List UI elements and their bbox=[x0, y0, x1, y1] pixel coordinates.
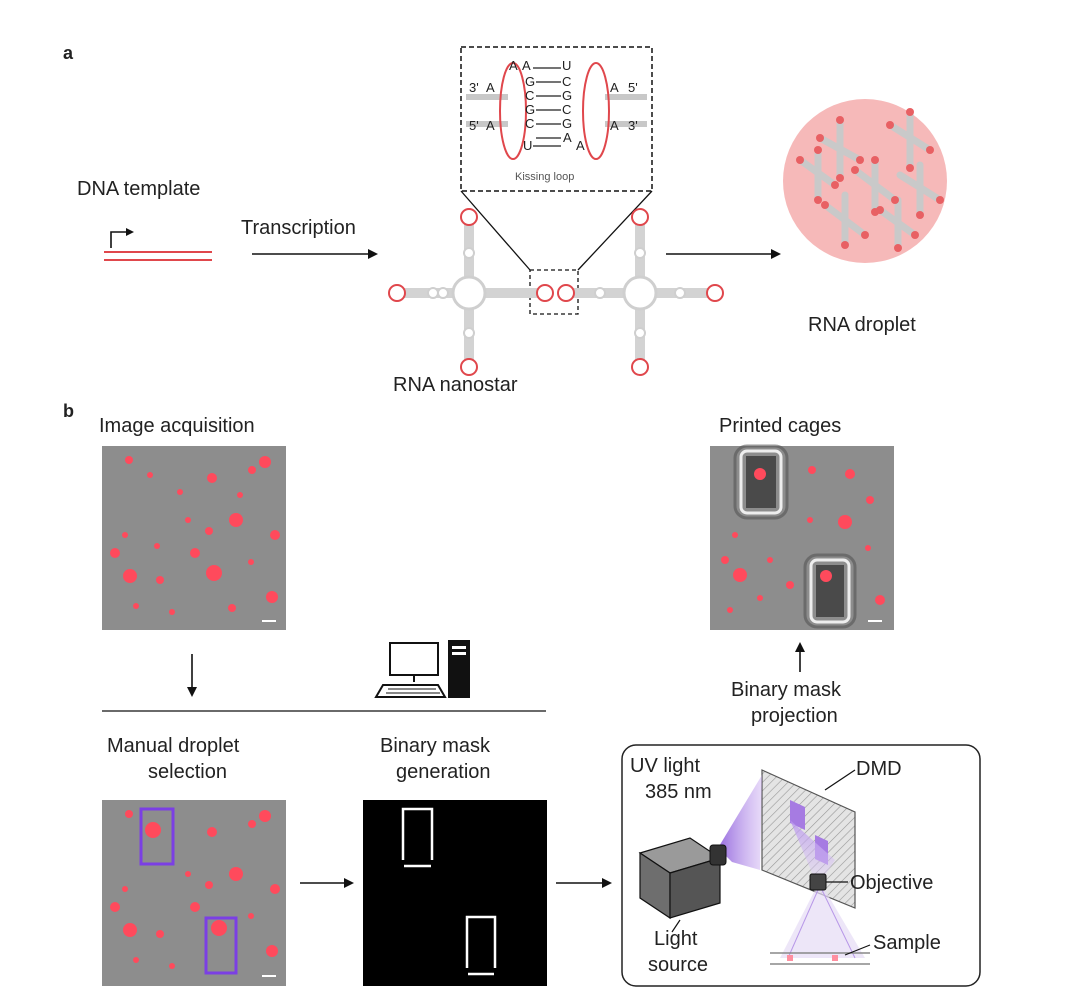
end-label: 3' bbox=[469, 80, 479, 95]
rna-droplet-label: RNA droplet bbox=[808, 314, 916, 336]
sample-pointer bbox=[844, 944, 871, 956]
light-source bbox=[638, 837, 727, 920]
dmd-pointer bbox=[824, 769, 856, 791]
seq-base: C bbox=[562, 74, 571, 89]
binary-mask-label-1: Binary mask bbox=[380, 735, 491, 757]
zoom-line bbox=[577, 190, 653, 271]
microscopy-image-acquisition bbox=[102, 446, 286, 630]
uv-light-label-2: 385 nm bbox=[645, 781, 712, 803]
seq-base: A bbox=[563, 130, 572, 145]
end-label: 5' bbox=[469, 118, 479, 133]
rna-droplet bbox=[783, 99, 947, 263]
seq-base: C bbox=[525, 88, 534, 103]
manual-selection-label-1: Manual droplet bbox=[107, 735, 240, 757]
seq-base: C bbox=[525, 116, 534, 131]
light-source-pointer bbox=[671, 919, 681, 933]
seq-base: A bbox=[576, 138, 585, 153]
projected-beam bbox=[790, 820, 835, 880]
seq-base: G bbox=[525, 74, 535, 89]
seq-base: G bbox=[525, 102, 535, 117]
projection-label-2: projection bbox=[751, 705, 838, 727]
nanostar-loops bbox=[388, 208, 724, 376]
microscopy-image-printed-cages bbox=[710, 444, 894, 630]
panel-a-letter: a bbox=[63, 43, 74, 63]
dna-template-icon bbox=[104, 228, 212, 261]
printed-cages-label: Printed cages bbox=[719, 415, 841, 437]
computer-icon bbox=[374, 640, 470, 698]
end-label: A bbox=[486, 118, 495, 133]
objective-icon bbox=[809, 873, 827, 891]
end-label: A bbox=[486, 80, 495, 95]
binary-mask-image bbox=[363, 800, 547, 986]
zoom-line bbox=[460, 190, 531, 271]
rna-nanostar-label: RNA nanostar bbox=[393, 374, 518, 396]
microscopy-image-selection bbox=[102, 800, 286, 986]
kissing-loop-inset bbox=[460, 46, 653, 192]
rna-nanostar bbox=[400, 222, 710, 372]
end-label: A bbox=[610, 118, 619, 133]
seq-base: U bbox=[562, 58, 571, 73]
projection-label-1: Binary mask bbox=[731, 679, 842, 701]
light-source-label-1: Light bbox=[654, 928, 698, 950]
seq-base: G bbox=[562, 116, 572, 131]
seq-base: U bbox=[523, 138, 532, 153]
objective-label: Objective bbox=[850, 872, 933, 894]
seq-base: G bbox=[562, 88, 572, 103]
sample-label: Sample bbox=[873, 932, 941, 954]
image-acquisition-label: Image acquisition bbox=[99, 415, 255, 437]
seq-base: A bbox=[522, 58, 531, 73]
kissing-loop-label: Kissing loop bbox=[515, 171, 574, 183]
light-source-label-2: source bbox=[648, 954, 708, 976]
binary-mask-label-2: generation bbox=[396, 761, 491, 783]
sample-slide bbox=[770, 952, 870, 965]
transcription-label: Transcription bbox=[241, 217, 356, 239]
dna-template-label: DNA template bbox=[77, 178, 200, 200]
dmd-label: DMD bbox=[856, 758, 902, 780]
seq-base: A bbox=[509, 58, 518, 73]
manual-selection-label-2: selection bbox=[148, 761, 227, 783]
panel-b-letter: b bbox=[63, 401, 74, 421]
seq-base: C bbox=[562, 102, 571, 117]
uv-beam bbox=[718, 775, 762, 870]
end-label: 3' bbox=[628, 118, 638, 133]
end-label: A bbox=[610, 80, 619, 95]
uv-light-label-1: UV light bbox=[630, 755, 700, 777]
end-label: 5' bbox=[628, 80, 638, 95]
